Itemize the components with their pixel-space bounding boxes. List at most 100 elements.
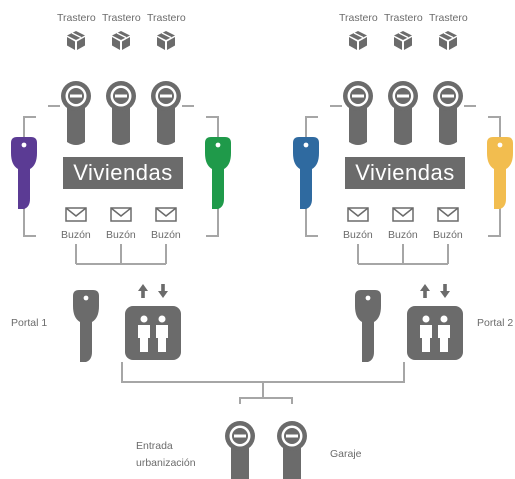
storage-label-right-2: Trastero: [384, 12, 423, 24]
key-icon-right-left: [293, 137, 319, 209]
box-right: [359, 37, 367, 50]
bottom-bracket: [239, 397, 293, 404]
lock-body: [394, 102, 412, 145]
lock-body: [349, 102, 367, 145]
lock-slot: [442, 94, 454, 98]
key-hole: [497, 142, 503, 148]
key-hole: [215, 142, 221, 148]
key-head: [355, 290, 381, 322]
dwellings-label-left: Viviendas: [63, 157, 183, 189]
person-body: [156, 325, 168, 352]
envelope-flap: [155, 207, 177, 217]
envelope-flap: [392, 207, 414, 217]
key-hole: [83, 295, 89, 301]
box-tape: [71, 32, 82, 39]
lock-slot: [160, 94, 172, 98]
entrance-lock-icon: [225, 421, 255, 479]
key-icon-right-right: [487, 137, 513, 209]
portal-label-left: Portal 1: [11, 317, 48, 329]
dwellings-label-right: Viviendas: [345, 157, 465, 189]
mailbox-icon-left-1: [65, 207, 87, 222]
key-head: [293, 137, 319, 169]
portal-key-icon-right: [355, 290, 381, 362]
box-left: [349, 37, 357, 50]
mailbox-label-left-1: Buzón: [61, 229, 91, 241]
envelope-flap: [65, 207, 87, 217]
storage-box-icon-right-1: [349, 31, 367, 50]
envelope-flap: [110, 207, 132, 217]
box-tape: [398, 32, 409, 39]
key-head: [11, 137, 37, 169]
mailbox-label-left-3: Buzón: [151, 229, 181, 241]
garage-label: Garaje: [330, 448, 362, 460]
elevator-panel: [125, 306, 181, 360]
box-left: [157, 37, 165, 50]
key-blade: [80, 321, 92, 362]
mailbox-icon-right-1: [347, 207, 369, 222]
key-hole: [365, 295, 371, 301]
lock-slot: [115, 94, 127, 98]
lock-body: [231, 442, 249, 479]
box-left: [439, 37, 447, 50]
storage-box-icon-right-3: [439, 31, 457, 50]
garage-lock-icon: [277, 421, 307, 479]
lock-body: [112, 102, 130, 145]
storage-label-right-1: Trastero: [339, 12, 378, 24]
mailbox-icon-left-3: [155, 207, 177, 222]
box-right: [404, 37, 412, 50]
person-head: [158, 315, 166, 323]
arrow-down-icon: [440, 284, 450, 298]
box-left: [67, 37, 75, 50]
storage-lock-icon-right-1: [343, 81, 373, 145]
entrance-label-line2: urbanización: [136, 457, 196, 469]
envelope-flap: [437, 207, 459, 217]
mailbox-label-right-3: Buzón: [433, 229, 463, 241]
box-right: [449, 37, 457, 50]
key-head: [487, 137, 513, 169]
portal-label-right: Portal 2: [477, 317, 514, 329]
key-blade: [494, 168, 506, 209]
key-head: [205, 137, 231, 169]
key-icon-left-left: [11, 137, 37, 209]
key-blade: [212, 168, 224, 209]
portal-key-icon-left: [73, 290, 99, 362]
key-blade: [18, 168, 30, 209]
storage-lock-icon-left-3: [151, 81, 181, 145]
storage-label-left-2: Trastero: [102, 12, 141, 24]
storage-box-icon-left-1: [67, 31, 85, 50]
storage-label-right-3: Trastero: [429, 12, 468, 24]
key-head: [73, 290, 99, 322]
person-body: [438, 325, 450, 352]
mailbox-icon-right-2: [392, 207, 414, 222]
lock-body: [283, 442, 301, 479]
person-body: [420, 325, 432, 352]
portal-bus: [121, 362, 405, 383]
box-left: [112, 37, 120, 50]
key-hole: [21, 142, 27, 148]
mailbox-icon-left-2: [110, 207, 132, 222]
lock-slot: [234, 434, 246, 438]
storage-box-icon-left-2: [112, 31, 130, 50]
box-right: [122, 37, 130, 50]
box-right: [167, 37, 175, 50]
box-right: [77, 37, 85, 50]
lock-slot: [352, 94, 364, 98]
arrow-down-icon: [158, 284, 168, 298]
key-hole: [303, 142, 309, 148]
person-body: [138, 325, 150, 352]
key-blade: [362, 321, 374, 362]
lock-body: [67, 102, 85, 145]
lock-slot: [70, 94, 82, 98]
mailbox-label-right-2: Buzón: [388, 229, 418, 241]
storage-box-icon-right-2: [394, 31, 412, 50]
storage-label-left-1: Trastero: [57, 12, 96, 24]
key-blade: [300, 168, 312, 209]
elevator-panel: [407, 306, 463, 360]
mailbox-label-right-1: Buzón: [343, 229, 373, 241]
arrow-up-icon: [138, 284, 148, 298]
box-left: [394, 37, 402, 50]
person-head: [422, 315, 430, 323]
mailbox-label-left-2: Buzón: [106, 229, 136, 241]
box-tape: [353, 32, 364, 39]
